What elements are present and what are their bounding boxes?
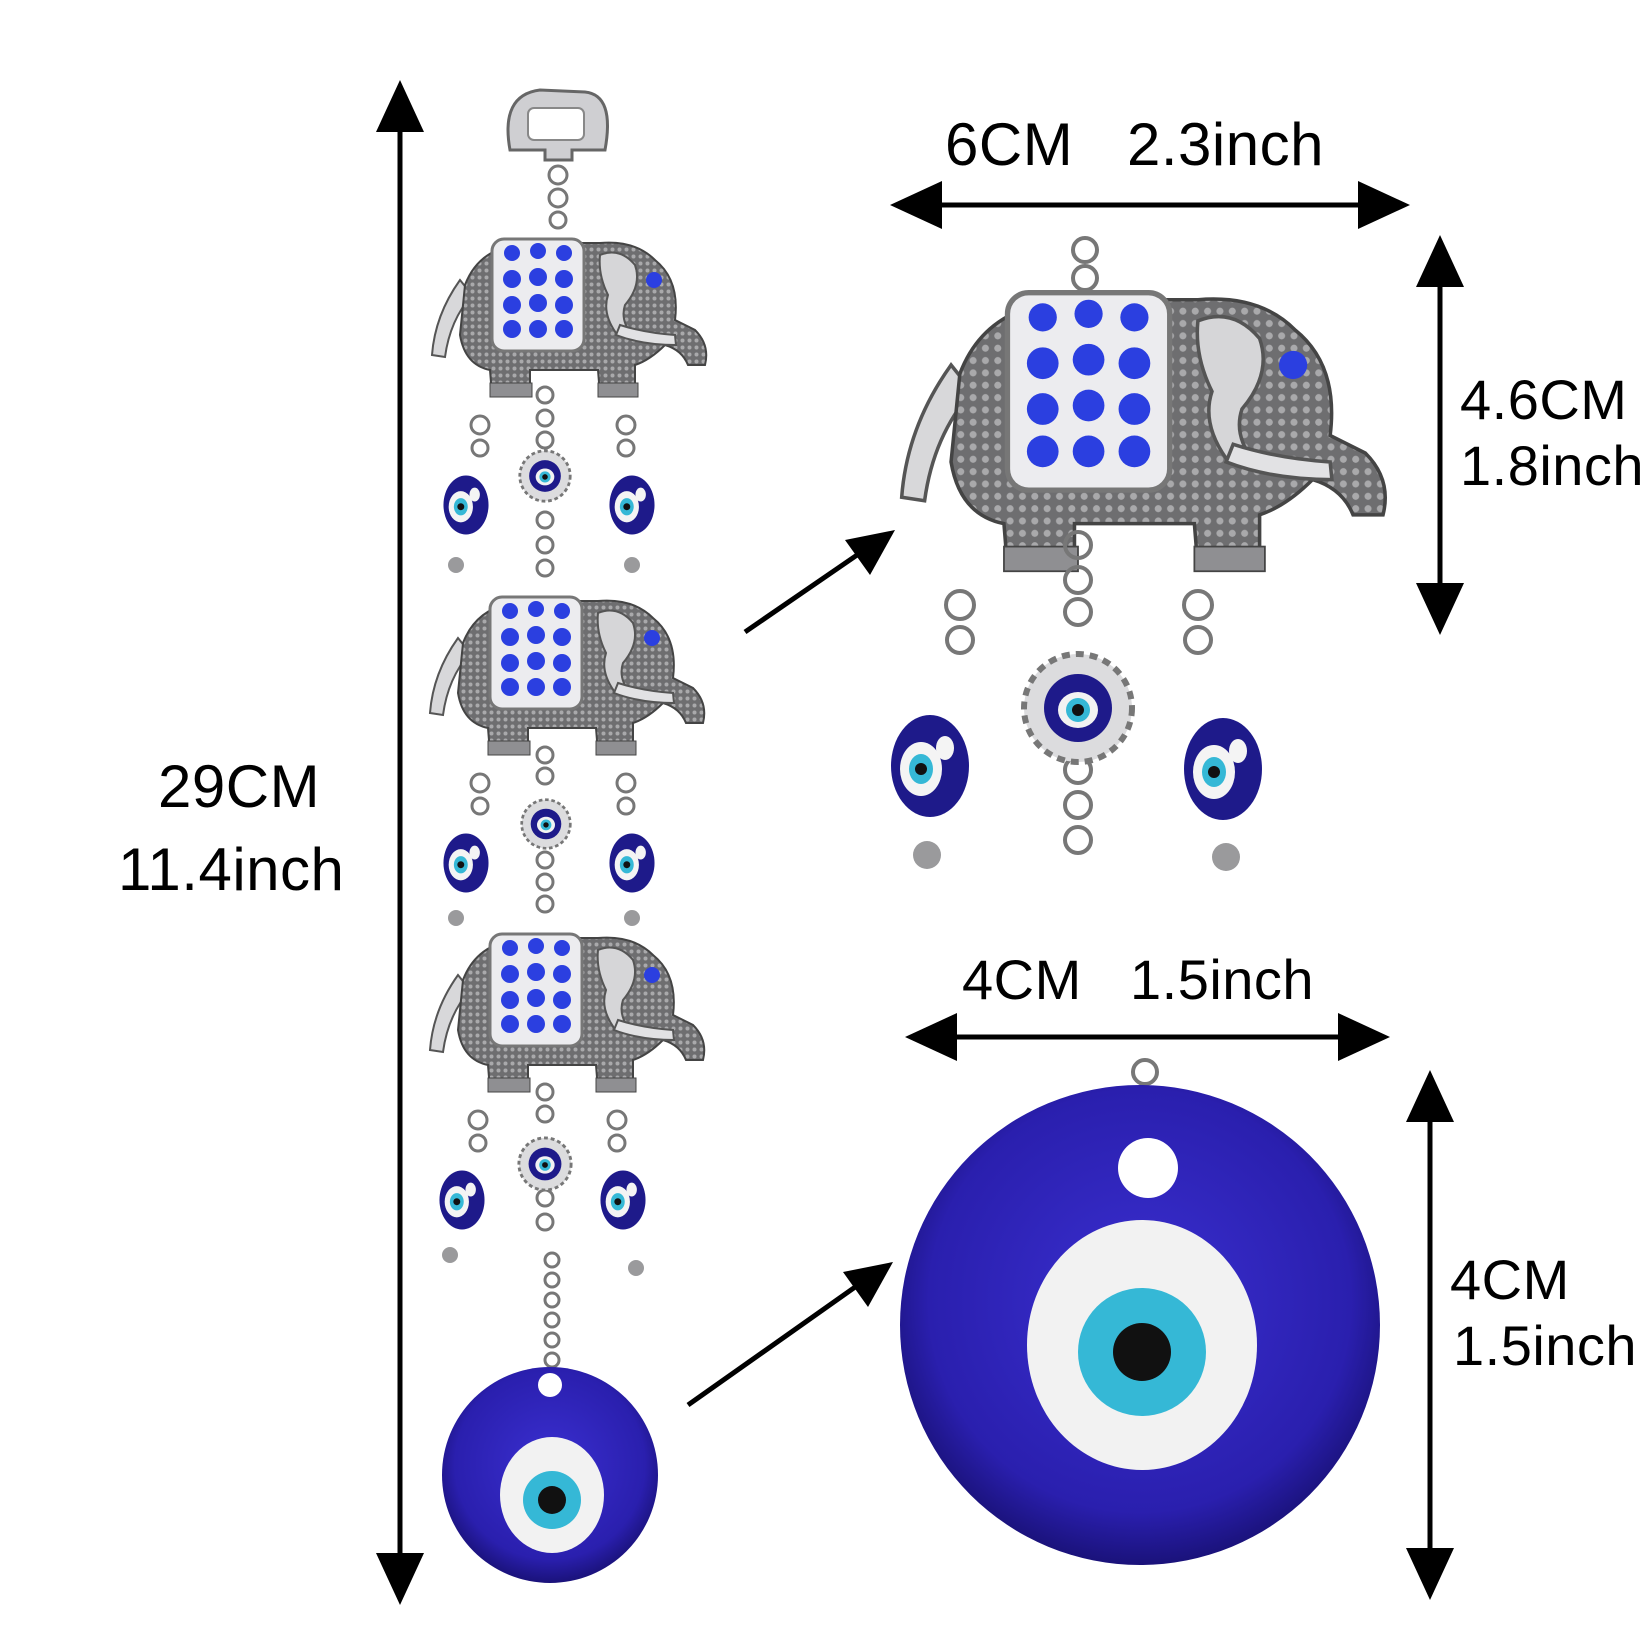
elephant-charm xyxy=(428,932,706,1094)
evil-eye-charm xyxy=(518,449,572,503)
dimension-arrows xyxy=(376,80,1464,1605)
elephant-width-cm-label: 6CM xyxy=(945,111,1074,178)
total-length-cm-label: 29CM xyxy=(158,753,321,820)
elephant-width-inch-label: 2.3inch xyxy=(1127,111,1324,178)
elephant-height-cm-label: 4.6CM xyxy=(1460,368,1628,431)
elephant-charm-large xyxy=(902,293,1386,572)
eye-width-cm-label: 4CM xyxy=(962,948,1082,1011)
evil-eye-charm xyxy=(517,1136,573,1192)
eye-height-cm-label: 4CM xyxy=(1450,1248,1570,1311)
hanging-strand xyxy=(428,88,708,1583)
evil-eye-pendant xyxy=(442,1367,658,1583)
evil-eye-charm-large xyxy=(1024,654,1132,762)
evil-eye-bead-large xyxy=(1184,718,1262,820)
elephant-charm xyxy=(430,237,708,399)
evil-eye-bead xyxy=(443,475,489,535)
evil-eye-bead-large xyxy=(891,715,969,817)
total-length-inch-label: 11.4inch xyxy=(118,836,345,903)
eye-width-inch-label: 1.5inch xyxy=(1130,948,1315,1011)
elephant-charm xyxy=(428,595,706,757)
evil-eye-bead xyxy=(439,1170,485,1230)
evil-eye-charm xyxy=(520,798,572,850)
evil-eye-bead xyxy=(609,833,655,893)
elephant-height-inch-label: 1.8inch xyxy=(1460,434,1645,497)
evil-eye-bead xyxy=(600,1170,646,1230)
elephant-closeup xyxy=(891,236,1386,871)
evil-eye-bead xyxy=(609,475,655,535)
eye-height-inch-label: 1.5inch xyxy=(1453,1314,1638,1377)
evil-eye-closeup xyxy=(900,1058,1380,1565)
evil-eye-bead xyxy=(443,833,489,893)
